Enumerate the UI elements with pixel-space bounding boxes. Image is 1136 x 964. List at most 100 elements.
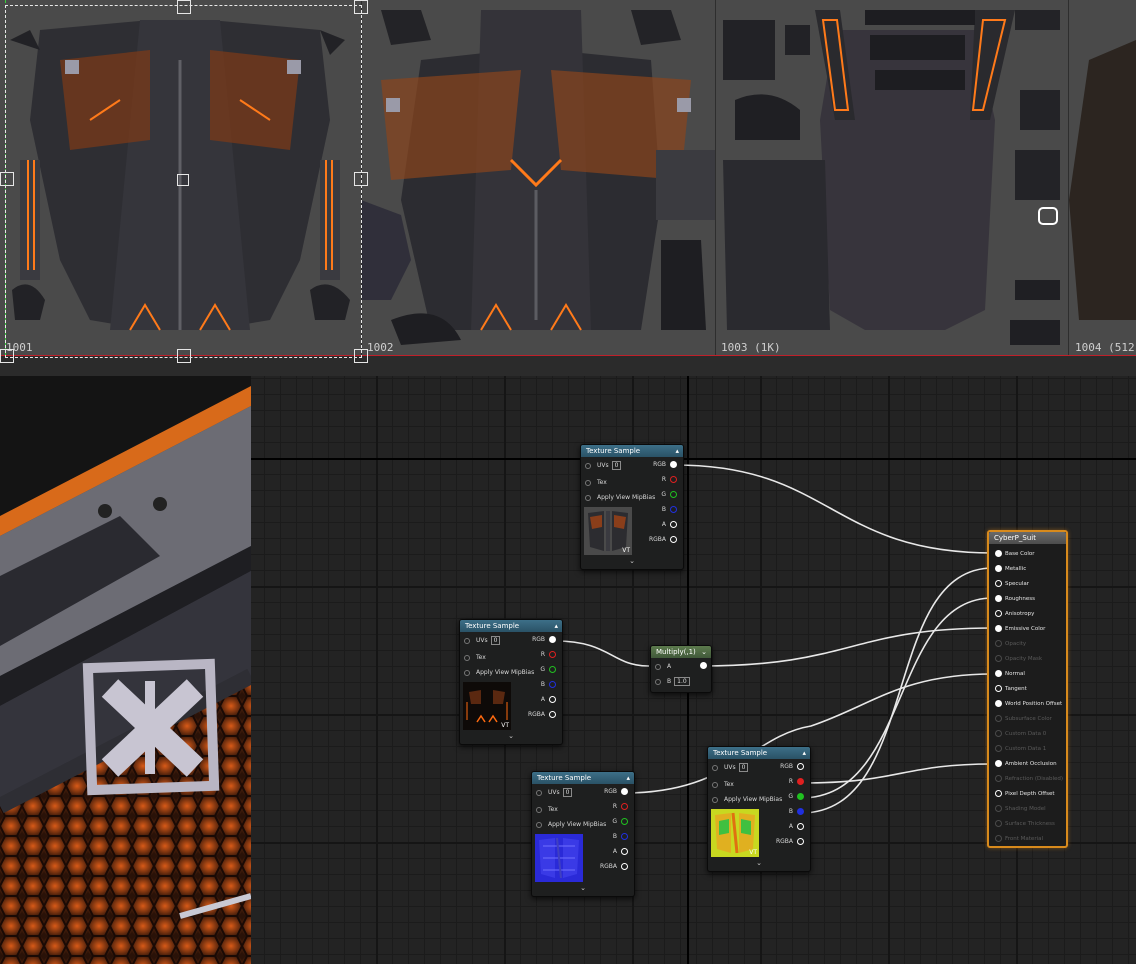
output-pin-icon[interactable] [670, 536, 677, 543]
output-pin-icon[interactable] [621, 788, 628, 795]
node-header[interactable]: Multiply(,1)⌄ [651, 646, 711, 658]
pin-out-g[interactable]: G [612, 817, 628, 827]
pin-tex[interactable]: Tex [712, 780, 734, 790]
transform-handle-bottom[interactable] [177, 349, 191, 363]
input-pin-icon[interactable] [995, 625, 1002, 632]
material-pin[interactable]: Opacity Mask [995, 654, 1042, 664]
output-pin-icon[interactable] [670, 491, 677, 498]
output-pin-icon[interactable] [549, 696, 556, 703]
pin-out-result[interactable] [696, 661, 707, 671]
pin-out-a[interactable]: A [613, 847, 628, 857]
material-pin[interactable]: Shading Model [995, 804, 1046, 814]
input-pin-icon[interactable] [464, 637, 470, 644]
input-pin-icon[interactable] [995, 790, 1002, 797]
input-pin-icon[interactable] [995, 655, 1002, 662]
selection-box[interactable] [5, 5, 362, 358]
texture-thumbnail-emissive[interactable]: VT [463, 682, 511, 730]
input-pin-icon[interactable] [995, 820, 1002, 827]
transform-handle-bottom-right[interactable] [354, 349, 368, 363]
material-pin[interactable]: Base Color [995, 549, 1035, 559]
input-pin-icon[interactable] [995, 595, 1002, 602]
output-pin-icon[interactable] [549, 636, 556, 643]
node-header[interactable]: Texture Sample▴ [708, 747, 810, 759]
material-pin[interactable]: Specular [995, 579, 1029, 589]
material-node-header[interactable]: CyberP_Suit [989, 532, 1066, 544]
material-pin[interactable]: Normal [995, 669, 1025, 679]
pin-out-rgb[interactable]: RGB [653, 460, 677, 470]
uvs-value-field[interactable]: 0 [738, 763, 749, 772]
pin-out-r[interactable]: R [613, 802, 628, 812]
input-pin-icon[interactable] [585, 494, 591, 501]
texture-thumbnail-basecolor[interactable]: VT [584, 507, 632, 555]
input-pin-icon[interactable] [585, 479, 591, 486]
pin-out-rgb[interactable]: RGB [604, 787, 628, 797]
pin-tex[interactable]: Tex [536, 805, 558, 815]
expand-arrow-icon[interactable]: ⌄ [508, 732, 514, 740]
input-pin-icon[interactable] [995, 550, 1002, 557]
output-pin-icon[interactable] [797, 793, 804, 800]
uvs-value-field[interactable]: 0 [611, 461, 622, 470]
material-pin[interactable]: Front Material [995, 834, 1043, 844]
uv-editor-viewport[interactable]: 1001 1002 [0, 0, 1136, 376]
transform-handle-right[interactable] [354, 172, 368, 186]
output-pin-icon[interactable] [797, 823, 804, 830]
expand-arrow-icon[interactable]: ⌄ [580, 884, 586, 892]
collapse-caret-icon[interactable]: ▴ [554, 622, 558, 630]
input-pin-icon[interactable] [712, 764, 718, 771]
material-pin[interactable]: Tangent [995, 684, 1027, 694]
input-pin-icon[interactable] [995, 835, 1002, 842]
pin-out-a[interactable]: A [789, 822, 804, 832]
pin-out-rgba[interactable]: RGBA [649, 535, 677, 545]
pin-out-g[interactable]: G [788, 792, 804, 802]
input-pin-icon[interactable] [995, 715, 1002, 722]
input-pin-icon[interactable] [995, 775, 1002, 782]
material-pin[interactable]: Refraction (Disabled) [995, 774, 1063, 784]
pin-out-g[interactable]: G [661, 490, 677, 500]
uv-tile-1003[interactable]: 1003 (1K) [715, 0, 1068, 356]
output-pin-icon[interactable] [797, 808, 804, 815]
input-pin-icon[interactable] [655, 663, 661, 670]
output-pin-icon[interactable] [670, 521, 677, 528]
node-header[interactable]: Texture Sample▴ [532, 772, 634, 784]
output-pin-icon[interactable] [549, 681, 556, 688]
material-pin[interactable]: Custom Data 1 [995, 744, 1046, 754]
output-pin-icon[interactable] [621, 803, 628, 810]
transform-handle-left[interactable] [0, 172, 14, 186]
texture-thumbnail-normal[interactable] [535, 834, 583, 882]
uv-tile-1002[interactable]: 1002 [361, 0, 715, 356]
texture-thumbnail-orm[interactable]: VT [711, 809, 759, 857]
pin-out-b[interactable]: B [789, 807, 804, 817]
input-pin-icon[interactable] [995, 760, 1002, 767]
pin-out-b[interactable]: B [541, 680, 556, 690]
output-pin-icon[interactable] [621, 863, 628, 870]
material-pin[interactable]: Custom Data 0 [995, 729, 1046, 739]
material-pin[interactable]: Emissive Color [995, 624, 1045, 634]
expand-arrow-icon[interactable]: ⌄ [756, 859, 762, 867]
collapse-caret-icon[interactable]: ⌄ [701, 648, 707, 656]
output-pin-icon[interactable] [700, 662, 707, 669]
pin-out-rgb[interactable]: RGB [780, 762, 804, 772]
pin-out-b[interactable]: B [613, 832, 628, 842]
material-pin[interactable]: Pixel Depth Offset [995, 789, 1055, 799]
input-pin-icon[interactable] [585, 462, 591, 469]
input-pin-icon[interactable] [995, 805, 1002, 812]
expand-arrow-icon[interactable]: ⌄ [629, 557, 635, 565]
output-pin-icon[interactable] [621, 818, 628, 825]
output-pin-icon[interactable] [549, 711, 556, 718]
input-pin-icon[interactable] [995, 670, 1002, 677]
uv-tile-1001[interactable]: 1001 [0, 0, 361, 356]
output-pin-icon[interactable] [797, 763, 804, 770]
input-pin-icon[interactable] [995, 700, 1002, 707]
pin-apply-view-mipbias[interactable]: Apply View MipBias [585, 493, 655, 503]
transform-handle-center[interactable] [177, 174, 189, 186]
node-header[interactable]: Texture Sample▴ [581, 445, 683, 457]
uv-tile-1004[interactable]: 1004 (512 [1069, 0, 1136, 356]
pin-out-rgba[interactable]: RGBA [528, 710, 556, 720]
pin-tex[interactable]: Tex [464, 653, 486, 663]
